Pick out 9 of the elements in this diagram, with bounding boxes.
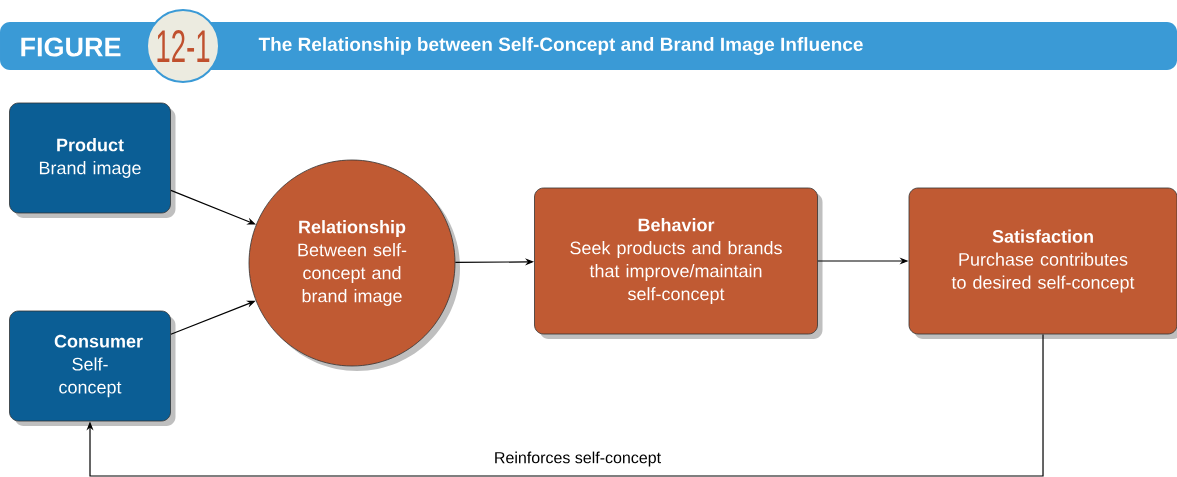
edge-label: Reinforces self-concept: [492, 450, 663, 468]
process-box: Behavior Seek products and brands that improve/maintain self-concept: [534, 187, 823, 339]
process-box: Satisfaction Purchase contributes to desired self-concept: [908, 187, 1177, 339]
title: The Relationship between Self-Concept and Brand Image Influence: [258, 37, 863, 55]
process-box: Product Brand image: [9, 102, 176, 218]
arrow: [86, 333, 1044, 477]
figure-label: FIGURE: [21, 37, 121, 57]
process-box: Consumer Self-concept: [9, 310, 176, 426]
figure-number-badge: 12-1: [146, 9, 220, 83]
